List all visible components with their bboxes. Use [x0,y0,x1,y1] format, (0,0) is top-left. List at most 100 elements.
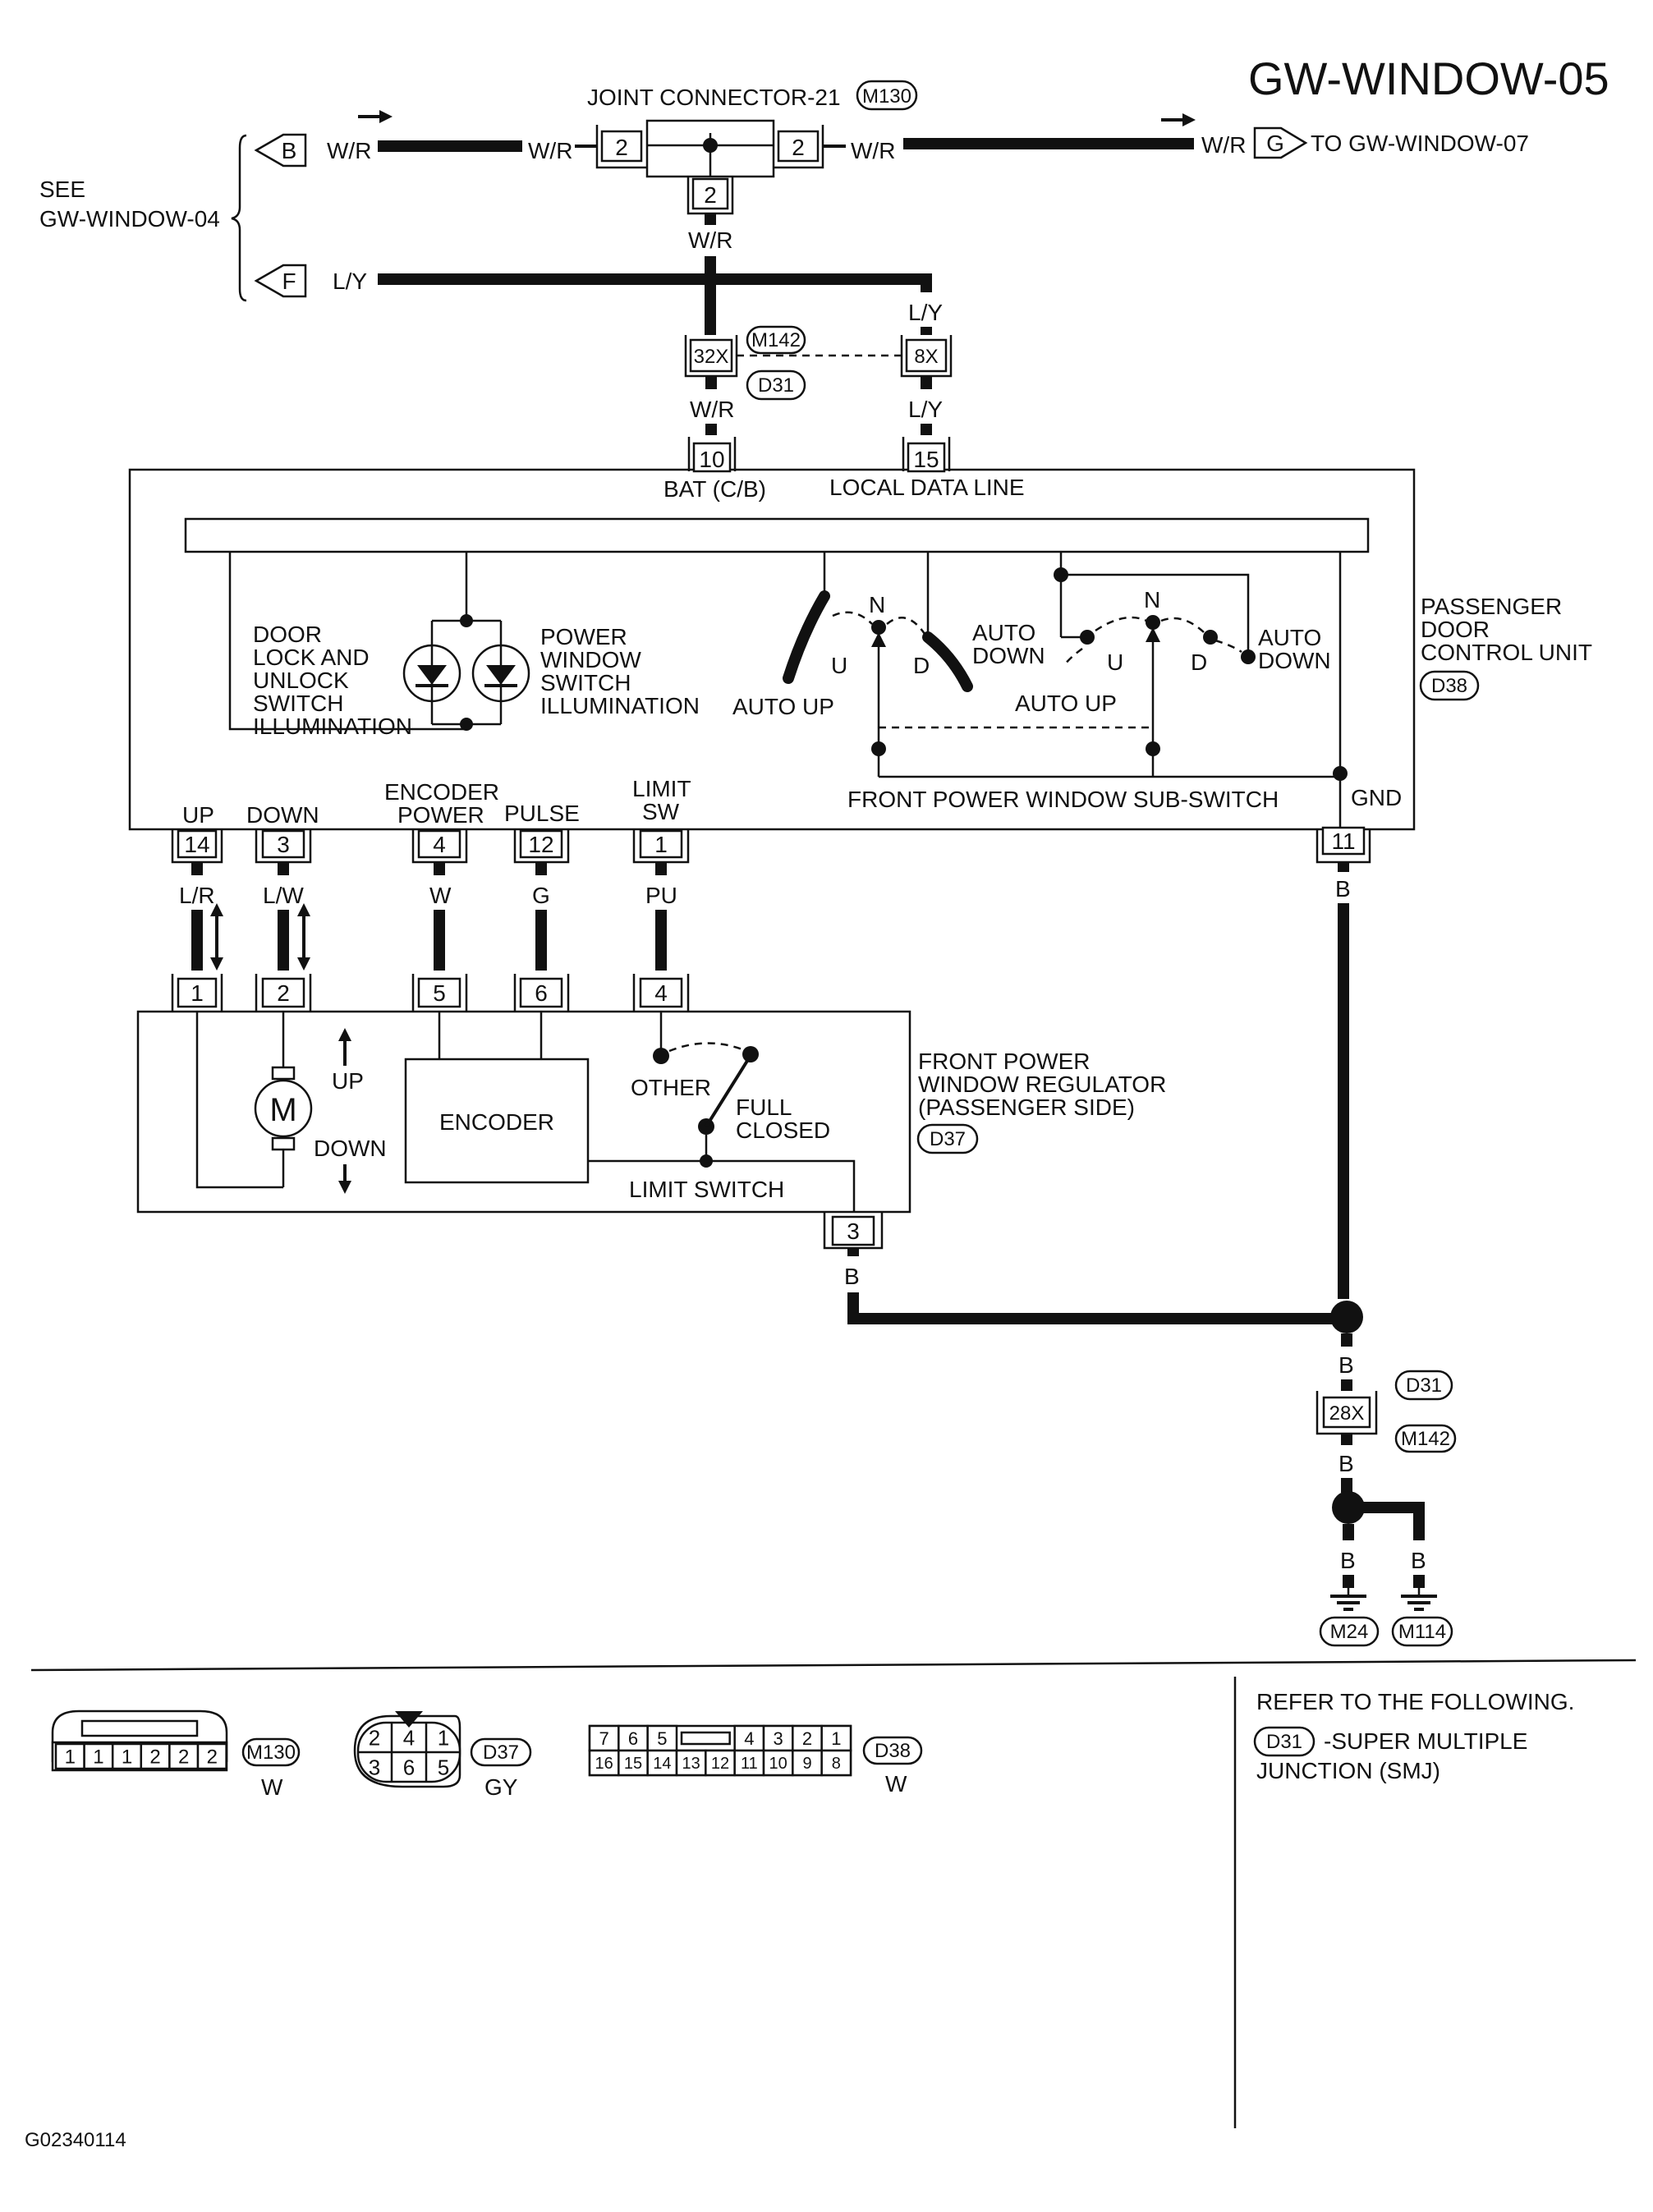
svg-text:12: 12 [528,832,553,857]
svg-text:D31: D31 [758,374,794,397]
svg-text:B: B [282,138,297,163]
pin-number: 6 [403,1755,415,1779]
pin-cell [196,1742,227,1770]
tag-m142: M142 [746,325,806,355]
wire-label-wr: W/R [327,138,371,163]
svg-text:LIMIT: LIMIT [632,776,691,801]
wire-label-ly: L/Y [333,268,367,294]
pin-number: 1 [93,1746,103,1769]
pin-cell [83,1742,114,1770]
svg-text:PASSENGER: PASSENGER [1421,594,1562,619]
svg-text:6: 6 [535,980,548,1006]
svg-text:D: D [1191,649,1207,675]
svg-text:D38: D38 [1431,675,1467,697]
svg-text:LOCAL DATA LINE: LOCAL DATA LINE [829,475,1025,500]
svg-text:UNLOCK: UNLOCK [253,668,349,693]
pin-number: 2 [178,1746,189,1769]
pin-number: 1 [122,1746,132,1769]
connector-b: B [254,133,307,168]
svg-text:B: B [1411,1548,1426,1573]
connector-8x: 8X [900,335,953,378]
svg-text:LIMIT SWITCH: LIMIT SWITCH [629,1177,784,1202]
pin-cell [54,1742,85,1770]
svg-text:D: D [913,653,930,678]
svg-text:2: 2 [704,182,717,208]
to-label: TO GW-WINDOW-07 [1311,131,1529,156]
svg-text:BAT (C/B): BAT (C/B) [663,476,766,502]
svg-text:B: B [1338,1352,1354,1378]
svg-text:GY: GY [484,1774,518,1800]
svg-text:M24: M24 [1330,1621,1369,1643]
svg-text:SWITCH: SWITCH [253,691,343,716]
wire-label-wr: W/R [1201,132,1246,158]
refer-line-3: JUNCTION (SMJ) [1256,1758,1440,1783]
svg-text:15: 15 [913,447,939,472]
svg-text:ENCODER: ENCODER [439,1109,554,1135]
pin-number: 5 [657,1728,667,1749]
svg-text:1: 1 [654,832,668,857]
svg-text:5: 5 [433,980,446,1006]
pin-number: 9 [802,1755,811,1773]
svg-text:B: B [1335,876,1351,902]
pin-cell [762,1749,794,1777]
tag-d31: D31 [746,369,806,401]
svg-text:G: G [1266,131,1284,156]
wire-ly [378,273,932,292]
wire-label-ly: L/Y [908,397,943,422]
svg-text:DOOR: DOOR [1421,617,1490,642]
pin-number: 3 [369,1755,380,1779]
svg-text:DOWN: DOWN [314,1136,387,1161]
svg-text:2: 2 [615,135,628,160]
svg-text:POWER: POWER [397,802,484,828]
pin-number: 14 [653,1755,671,1773]
pin-number: 3 [774,1728,783,1749]
svg-text:M: M [269,1092,296,1128]
svg-text:M130: M130 [246,1742,296,1764]
svg-text:8X: 8X [914,346,938,368]
wire-label-wr: W/R [690,397,734,422]
svg-text:CLOSED: CLOSED [736,1117,830,1143]
pin-number: 16 [595,1755,613,1773]
pin-number: 13 [682,1755,700,1773]
svg-text:ILLUMINATION: ILLUMINATION [253,714,412,739]
pin-number: 2 [369,1725,380,1750]
pin-number: 5 [438,1755,449,1779]
svg-text:ILLUMINATION: ILLUMINATION [540,693,700,718]
svg-text:M130: M130 [862,85,911,108]
svg-text:(PASSENGER SIDE): (PASSENGER SIDE) [918,1095,1135,1120]
pin-cell [618,1749,649,1777]
pin-number: 10 [769,1755,787,1773]
svg-text:DOWN: DOWN [972,643,1045,668]
see-brace [231,134,247,302]
svg-text:4: 4 [654,980,668,1006]
svg-text:LOCK AND: LOCK AND [253,645,370,670]
svg-text:14: 14 [184,832,209,857]
regulator-wires: L/R L/W W G PU B [179,862,1351,1299]
svg-text:ENCODER: ENCODER [384,779,499,805]
refer-line-2: -SUPER MULTIPLE [1324,1728,1527,1754]
svg-text:WINDOW: WINDOW [540,647,641,672]
joint-connector-21: 2 2 2 [595,119,824,215]
pin-number: 2 [149,1746,160,1769]
see-label: SEE [39,177,85,202]
svg-text:B: B [1340,1548,1356,1573]
pin-number: 4 [744,1728,754,1749]
svg-text:SWITCH: SWITCH [540,670,631,695]
pin-number: 2 [207,1746,218,1769]
svg-text:W: W [261,1774,283,1800]
pdcu-pin-row: 14 3 4 12 1 11 [171,826,1371,864]
svg-text:28X: 28X [1329,1402,1365,1425]
svg-text:M142: M142 [1401,1428,1450,1450]
svg-text:UP: UP [332,1068,364,1094]
svg-text:UP: UP [182,802,214,828]
svg-text:F: F [282,268,296,294]
svg-text:FULL: FULL [736,1095,792,1120]
svg-text:AUTO UP: AUTO UP [732,694,834,719]
pin-number: 11 [741,1755,758,1773]
connector-f: F [254,264,307,298]
svg-text:2: 2 [792,135,805,160]
pin-number: 15 [624,1755,642,1773]
